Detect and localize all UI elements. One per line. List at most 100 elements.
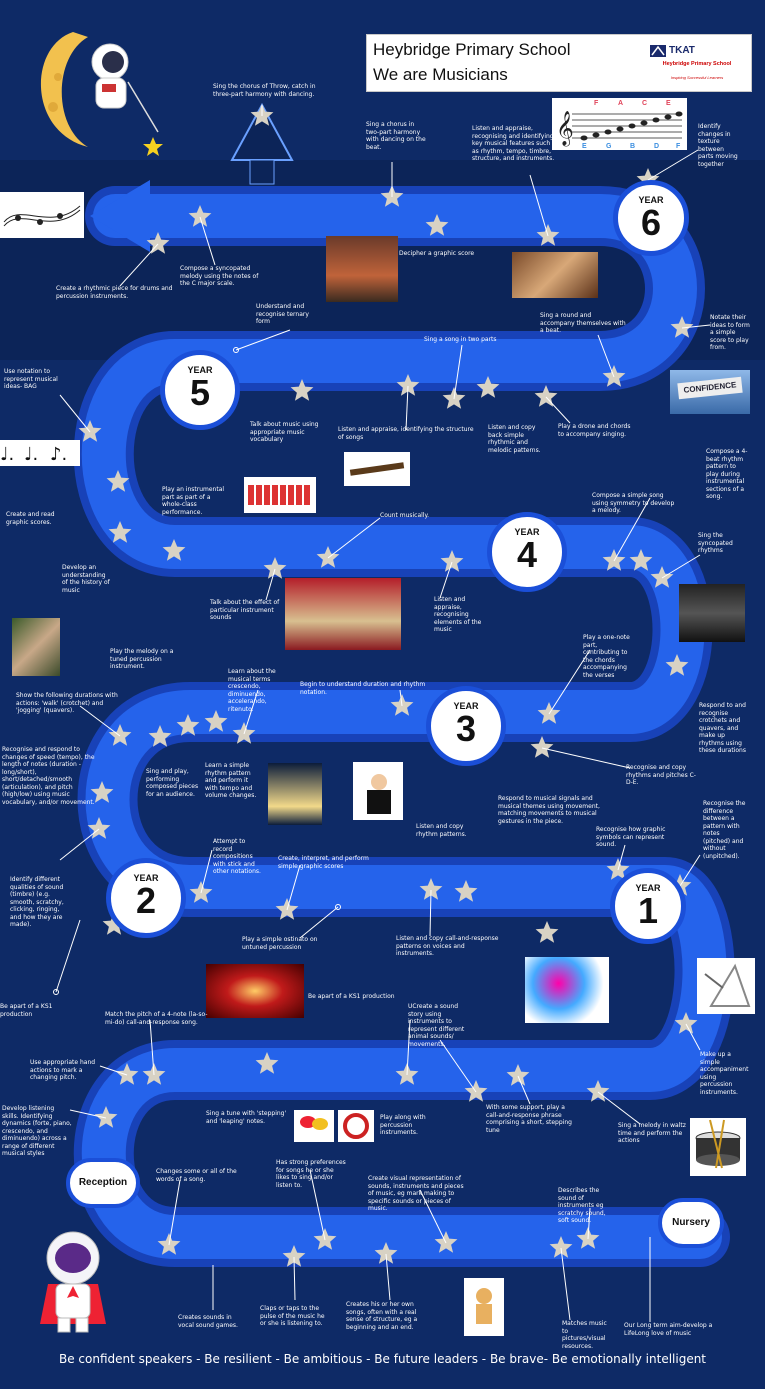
leader-line — [617, 844, 626, 871]
logo-school: Heybridge Primary School — [662, 61, 732, 67]
stave-note-bottom: E — [582, 143, 587, 150]
reception-stage: Reception — [66, 1158, 140, 1208]
leader-line — [399, 689, 403, 707]
milestone-label: Has strong preferences for songs he or s… — [276, 1159, 346, 1189]
year-1-circle: YEAR 1 — [610, 868, 686, 944]
leader-line — [286, 864, 301, 911]
leader-line — [545, 396, 571, 424]
school-title: Heybridge Primary School — [373, 40, 571, 59]
milestone-label: Respond to musical signals and musical t… — [498, 795, 600, 825]
leader-line — [685, 1023, 701, 1051]
leader-line — [439, 561, 453, 599]
milestone-label: Sing the chorus of Throw, catch in three… — [213, 83, 316, 98]
leader-line — [265, 568, 276, 601]
year-label: YEAR — [635, 883, 661, 893]
orchestra-image — [679, 584, 745, 642]
year-label: YEAR — [514, 527, 540, 537]
superhero-astronaut-icon — [40, 1231, 106, 1333]
road-arrow-head — [90, 180, 150, 252]
road-star-marker — [176, 714, 200, 736]
logo-tagline: Inspiring Successful Learners — [670, 75, 724, 80]
milestone-label: Listen and appraise, recognising and ide… — [472, 125, 555, 162]
milestone-label: Sing a song in two parts — [424, 336, 497, 343]
leader-line — [406, 1019, 411, 1076]
milestone-label: Play a drone and chords to accompany sin… — [558, 423, 631, 438]
year-4-circle: YEAR 4 — [487, 512, 567, 592]
milestone-label: Creates his or her own songs, often with… — [346, 1301, 418, 1331]
year-number: 5 — [189, 372, 211, 413]
milestone-label: Learn about the musical terms crescendo,… — [228, 668, 276, 713]
year-label: YEAR — [133, 873, 159, 883]
year-number: 1 — [637, 890, 659, 931]
leader-line — [235, 329, 291, 351]
milestone-label: Begin to understand duration and rhythm … — [300, 681, 426, 696]
leader-line — [597, 334, 615, 378]
milestone-label: Make up a simple accompaniment using per… — [700, 1051, 749, 1096]
leader-line — [405, 385, 409, 431]
milestone-label: Attempt to record compositions with stic… — [213, 838, 261, 875]
road-star-marker — [665, 654, 689, 676]
road-star-marker — [255, 1052, 279, 1074]
theatre-building-image — [326, 236, 398, 302]
history-poster-image — [12, 618, 60, 676]
leader-line — [119, 243, 159, 287]
leader-line — [385, 1253, 391, 1301]
leader-dot — [233, 347, 239, 353]
logo-mark-icon — [650, 45, 666, 57]
red-curtain-image — [206, 964, 304, 1018]
leader-dot — [53, 989, 59, 995]
milestone-label: Decipher a graphic score — [399, 250, 475, 257]
leader-line — [99, 1065, 128, 1076]
road-star-marker — [282, 1245, 306, 1267]
year-number: 3 — [455, 708, 477, 749]
leader-line — [299, 906, 339, 939]
milestone-label: Matches music to pictures/visual resourc… — [562, 1320, 607, 1350]
road-star-marker — [148, 725, 172, 747]
leader-line — [541, 747, 631, 769]
milestone-label: Listen and appraise, identifying the str… — [338, 426, 474, 441]
milestone-label: Play an instrumental part as part of a w… — [162, 486, 225, 516]
leader-line — [293, 1256, 296, 1301]
astronaut-moon-icon — [40, 32, 163, 156]
stave-note-bottom: D — [654, 143, 659, 150]
road-star-marker — [425, 214, 449, 236]
year-label: YEAR — [453, 701, 479, 711]
milestone-label: Create a rhythmic piece for drums and pe… — [56, 285, 173, 300]
road-star-marker — [602, 549, 626, 571]
milestone-label: Compose a syncopated melody using the no… — [180, 265, 259, 287]
leader-line — [453, 344, 463, 400]
milestone-label: Count musically. — [380, 512, 430, 519]
road-star-marker — [94, 1106, 118, 1128]
milestone-label: Develop an understanding of the history … — [62, 564, 110, 594]
road-star-marker — [115, 1063, 139, 1085]
leader-line — [439, 1039, 477, 1093]
road-star-marker — [374, 1242, 398, 1264]
milestone-label: Play the melody on a tuned percussion in… — [110, 648, 174, 670]
beacon-base — [249, 159, 275, 185]
leader-line — [200, 849, 213, 894]
road-star-marker — [188, 205, 212, 227]
milestone-label: Play a one-note part, contributing to th… — [583, 634, 630, 679]
milestone-label: Show the following durations with action… — [16, 692, 118, 714]
tambourine-icon — [338, 1110, 374, 1142]
stave-note-bottom: B — [630, 143, 635, 150]
conductor-image — [353, 762, 403, 820]
milestone-label: Listen and copy rhythm patterns. — [416, 823, 467, 838]
leader-line — [429, 889, 432, 937]
milestone-label: Use notation to represent musical ideas-… — [4, 368, 58, 390]
leader-line — [679, 854, 701, 887]
year-number: 4 — [516, 534, 538, 575]
stave-note-top: E — [666, 100, 671, 107]
stave-note-bottom: F — [676, 143, 681, 150]
milestone-label: Match the pitch of a 4-note (la-so-mi-do… — [105, 1011, 208, 1026]
milestone-label: Identify different qualities of sound (t… — [10, 876, 64, 928]
road-star-marker — [263, 557, 287, 579]
road-star-marker — [78, 420, 102, 442]
road-star-marker — [102, 913, 126, 935]
road-star-marker — [534, 385, 558, 407]
stave-note-top: F — [594, 100, 599, 107]
milestone-label: Compose a simple song using symmetry to … — [592, 492, 675, 514]
milestone-label: Sing a melody in waltz time and perform … — [618, 1122, 686, 1144]
milestone-label: Create, interpret, and perform simple gr… — [278, 855, 369, 870]
